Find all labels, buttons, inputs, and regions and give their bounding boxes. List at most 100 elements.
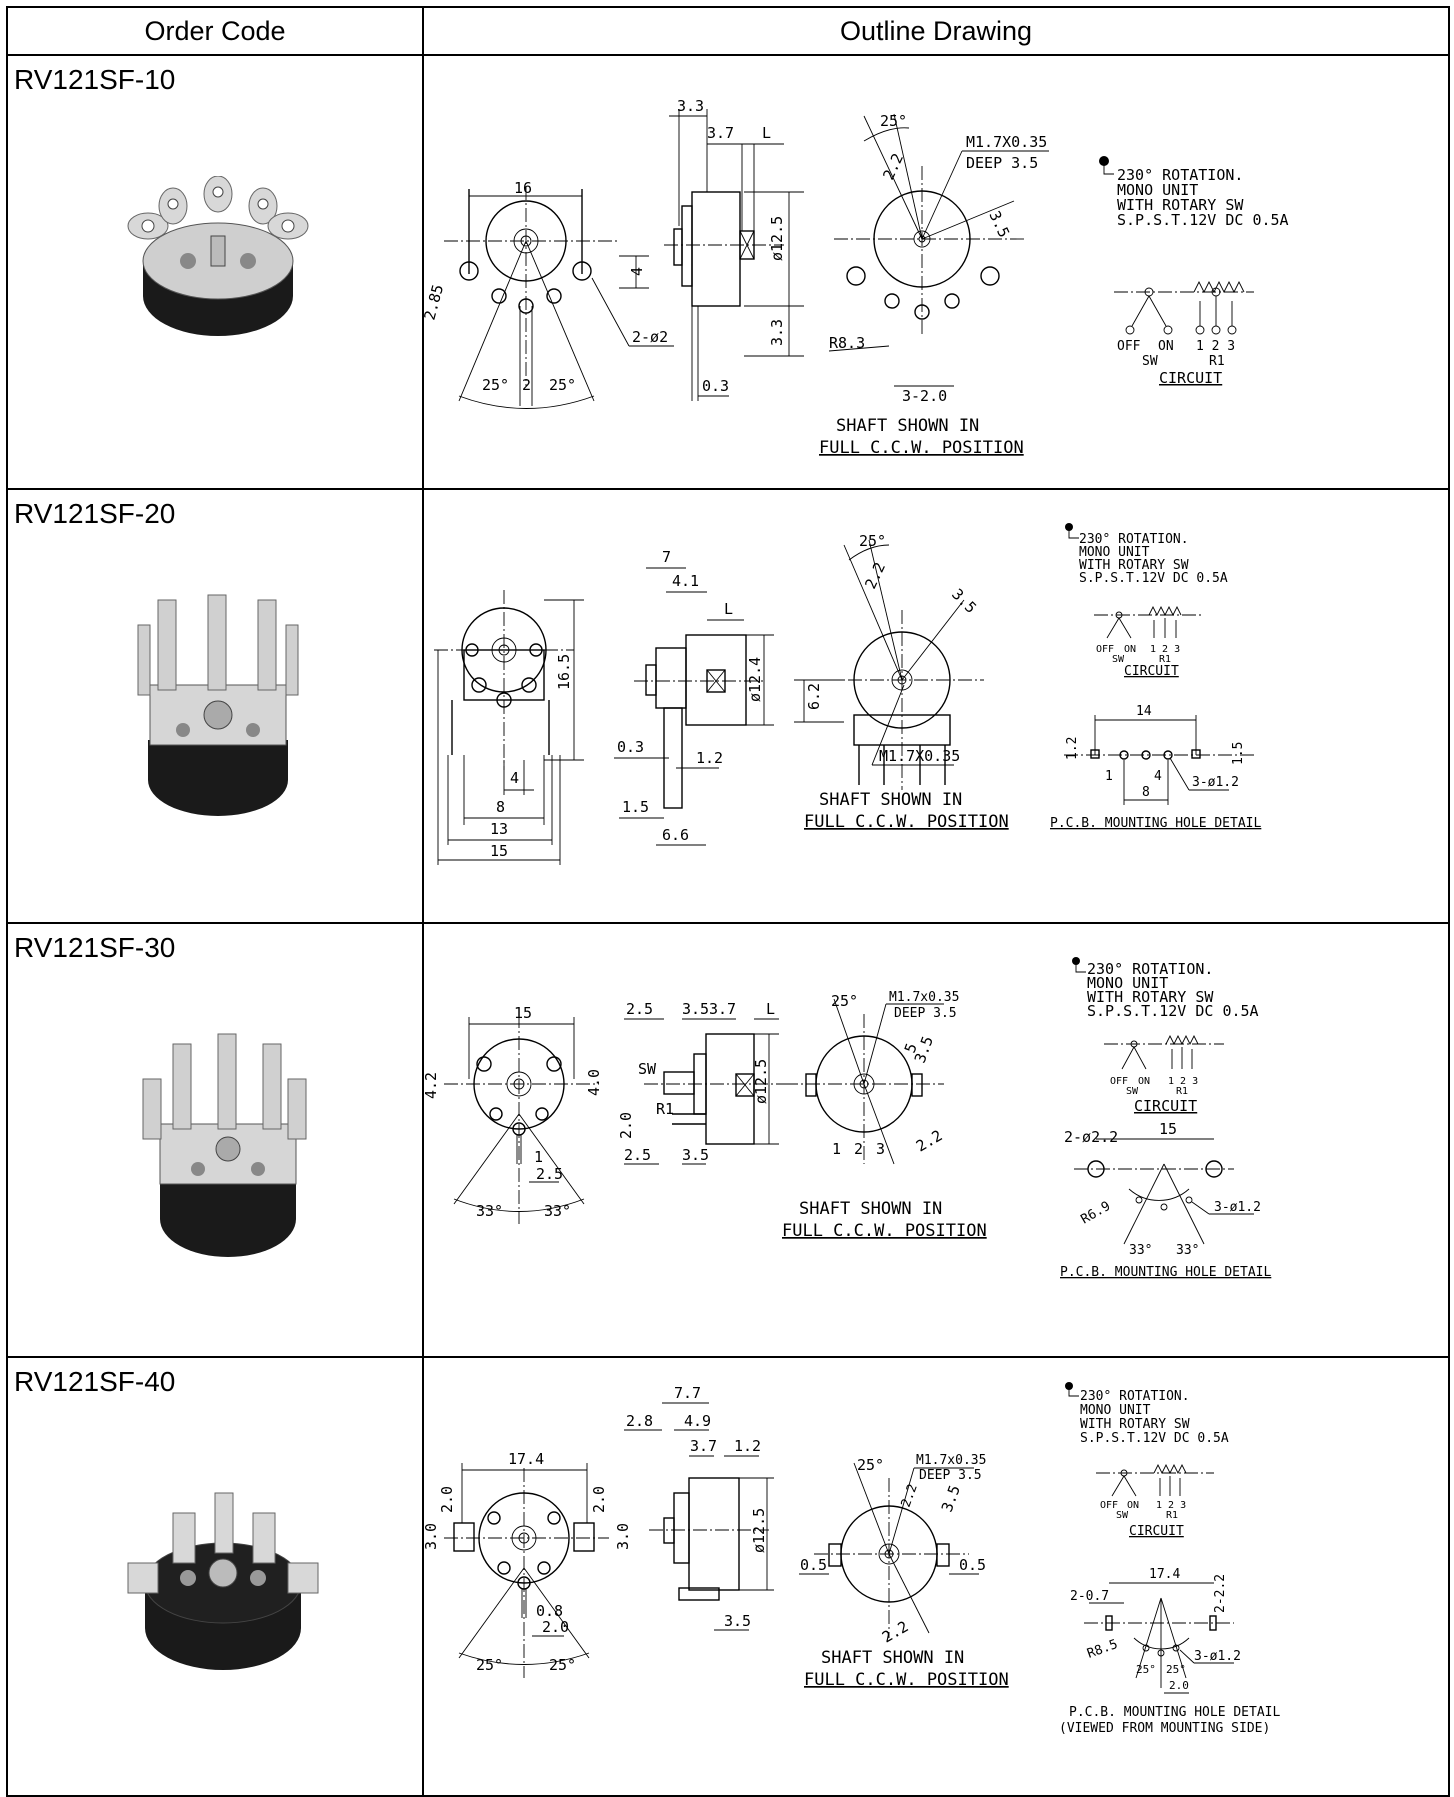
dim-label: 25° (476, 1656, 503, 1674)
product-photo (127, 1492, 319, 1670)
dim-label: 15 (490, 842, 508, 860)
pcb-dim: 4 (1154, 769, 1162, 784)
table-row: RV121SF-10 (6, 54, 1450, 490)
front-view: 16.5 4 8 13 15 (434, 590, 584, 865)
dim-label: 2.0 (542, 1618, 569, 1636)
dim-label: 3 (876, 1140, 885, 1158)
circuit-text: ON (1124, 644, 1136, 655)
outline-drawing: 15 4.2 4.0 1 2.5 33° 33° (424, 957, 1271, 1280)
dim-label: 4.2 (424, 1072, 440, 1099)
pcb-dim: 25° (1136, 1663, 1156, 1676)
dim-label: 16 (514, 179, 532, 197)
spec-notes: 230° ROTATION. MONO UNIT WITH ROTARY SW … (1065, 1382, 1229, 1446)
dim-label: 3.0 (424, 1523, 440, 1550)
dim-label: 4.0 (585, 1069, 603, 1096)
pcb-dim: 3-ø1.2 (1194, 1649, 1241, 1664)
circuit-text: OFF (1110, 1076, 1128, 1087)
spec-notes: 230° ROTATION. MONO UNIT WITH ROTARY SW … (1065, 523, 1228, 586)
order-code: RV121SF-10 (14, 64, 176, 95)
dim-label: ø12.5 (768, 216, 786, 261)
circuit-text: SW (1142, 354, 1158, 369)
side-view: 7.7 2.8 4.9 3.7 1.2 ø12.5 3.5 (624, 1384, 774, 1631)
dim-label: 0.3 (702, 377, 729, 395)
pcb-dim: R8.5 (1085, 1637, 1120, 1662)
note-line: 230° ROTATION. (1080, 1389, 1190, 1404)
pcb-dim: 33° (1176, 1243, 1199, 1258)
circuit-text: SW (1116, 1510, 1129, 1521)
order-code: RV121SF-40 (14, 1366, 176, 1397)
outline-drawing: 16 4 2.85 2-ø2 25° 2 25° (425, 97, 1289, 458)
dim-label: 2.2 (913, 1126, 945, 1155)
pcb-dim: 2-ø2.2 (1064, 1128, 1118, 1146)
pcb-dim: 1 (1105, 769, 1113, 784)
shaft-note: SHAFT SHOWN IN (821, 1648, 964, 1668)
circuit-text: 1 2 3 (1150, 644, 1180, 655)
circuit-text: 1 2 3 (1196, 339, 1235, 354)
dim-label: 3.0 (614, 1523, 632, 1550)
pcb-dim: 3-ø1.2 (1214, 1200, 1261, 1215)
circuit-label: CIRCUIT (1159, 369, 1222, 387)
dim-label: ø12.5 (750, 1508, 768, 1553)
pcb-label: P.C.B. MOUNTING HOLE DETAIL (1050, 816, 1261, 831)
pcb-label: P.C.B. MOUNTING HOLE DETAIL (1060, 1265, 1271, 1280)
pcb-dim: 3-ø1.2 (1192, 775, 1239, 790)
circuit-text: SW (1126, 1086, 1139, 1097)
dim-label: L (766, 1000, 775, 1018)
dim-label: 2 (854, 1140, 863, 1158)
circuit-diagram: OFF ON SW 1 2 3 R1 CIRCUIT (1114, 280, 1254, 387)
circuit-text: ON (1138, 1076, 1150, 1087)
dim-label: 3.5 (682, 1146, 709, 1164)
circuit-label: CIRCUIT (1134, 1097, 1197, 1115)
note-line: 230° ROTATION. (1117, 166, 1243, 184)
pcb-dim: 2-0.7 (1070, 1589, 1109, 1604)
circuit-diagram: OFF ON SW 1 2 3 R1 CIRCUIT (1104, 1034, 1224, 1115)
dim-label: DEEP 3.5 (966, 154, 1038, 172)
circuit-text: SW (1112, 654, 1125, 665)
dim-label: 1.2 (734, 1437, 761, 1455)
rear-view: 25° M1.7x0.35 DEEP 3.5 3.5 5 1 2 3 2.2 S… (782, 990, 987, 1241)
shaft-note: FULL C.C.W. POSITION (804, 812, 1009, 832)
pcb-detail: 14 1.2 1.5 1 4 8 3-ø1.2 P.C.B. MOUNTING … (1050, 704, 1261, 831)
table-row: RV121SF-30 (6, 922, 1450, 1358)
dim-label: 4.1 (672, 572, 699, 590)
product-photo (127, 176, 309, 336)
dim-label: 0.5 (800, 1556, 827, 1574)
dim-label: 3.5 (938, 1483, 964, 1515)
dim-label: 3-2.0 (902, 387, 947, 405)
outline-drawing: 17.4 2.0 2.0 3.0 3.0 0.8 2.0 25° 25° (424, 1382, 1280, 1736)
pcb-dim: 1.2 (1065, 737, 1080, 760)
circuit-text: R1 (1176, 1086, 1188, 1097)
dim-label: 3.7 (707, 124, 734, 142)
dim-label: DEEP 3.5 (894, 1006, 957, 1021)
circuit-text: OFF (1100, 1500, 1118, 1511)
dim-label: M1.7x0.35 (889, 990, 959, 1005)
circuit-text: 1 2 3 (1156, 1500, 1186, 1511)
order-code-cell: RV121SF-40 (6, 1356, 424, 1797)
product-table: Order Code Outline Drawing RV121SF-10 (6, 6, 1450, 1797)
dim-label: L (762, 124, 771, 142)
note-line: WITH ROTARY SW (1117, 196, 1244, 214)
circuit-diagram: OFF ON SW 1 2 3 R1 CIRCUIT (1096, 1463, 1214, 1539)
spec-notes: 230° ROTATION. MONO UNIT WITH ROTARY SW … (1099, 156, 1289, 229)
dim-label: 2.8 (626, 1412, 653, 1430)
dim-label: 1 (832, 1140, 841, 1158)
rear-view: 25° 2.2 3.5 6.2 M1.7X0.35 SHAFT SHOWN IN… (794, 532, 1009, 832)
dim-label: 25° (549, 376, 576, 394)
header-row: Order Code Outline Drawing (6, 6, 1450, 56)
note-line: S.P.S.T.12V DC 0.5A (1079, 571, 1228, 586)
dim-label: 2.5 (536, 1165, 563, 1183)
outline-drawing-cell: 15 4.2 4.0 1 2.5 33° 33° (422, 922, 1450, 1358)
dim-label: 3.5 (985, 208, 1013, 240)
dim-label: 13 (490, 820, 508, 838)
pcb-dim: 14 (1136, 704, 1152, 719)
circuit-text: ON (1158, 339, 1174, 354)
dim-label: R8.3 (829, 334, 865, 352)
shaft-note: SHAFT SHOWN IN (819, 790, 962, 810)
dim-label: 2.2 (879, 1617, 911, 1646)
dim-label: 1.5 (622, 798, 649, 816)
shaft-note: SHAFT SHOWN IN (799, 1199, 942, 1219)
pcb-dim: 17.4 (1149, 1567, 1180, 1582)
pcb-dim: 25° (1166, 1663, 1186, 1676)
dim-label: 25° (880, 112, 907, 130)
circuit-diagram: OFF ON SW 1 2 3 R1 CIRCUIT (1094, 605, 1204, 679)
